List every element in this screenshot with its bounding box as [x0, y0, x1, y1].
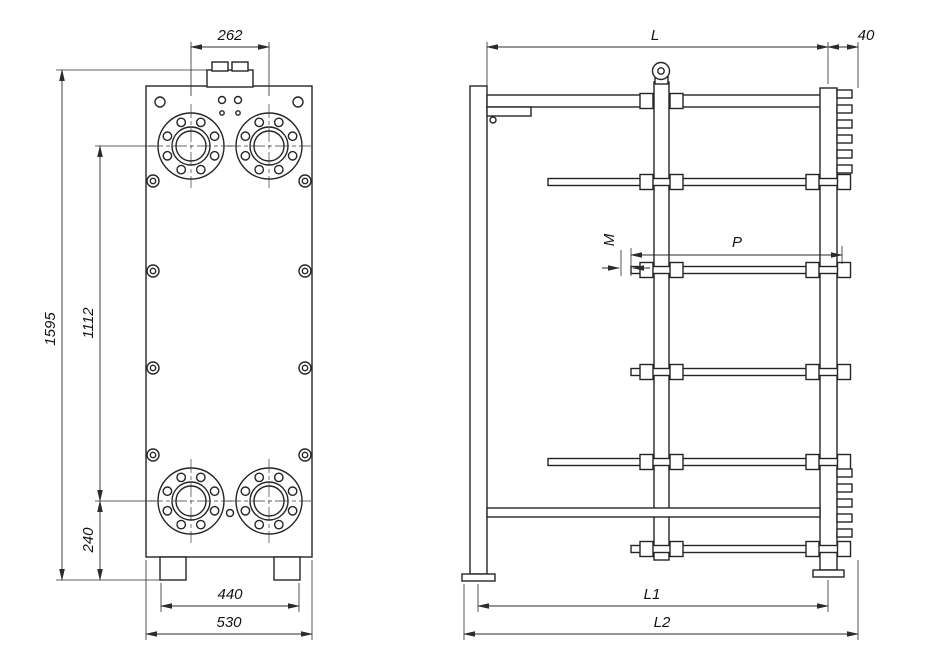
lifting-eye	[651, 61, 671, 85]
bolt-hole	[146, 448, 160, 462]
pressure-plate	[653, 81, 670, 561]
frame-foot	[461, 573, 496, 582]
front-view: 262 1595 1112 240 440 530	[42, 27, 313, 640]
bolt-end-cluster-bottom	[836, 468, 853, 538]
nut	[639, 92, 654, 110]
small-holes	[217, 95, 243, 518]
bolt-hole	[298, 361, 312, 375]
dim-pack-label: P	[732, 234, 742, 251]
bolt-hole	[146, 361, 160, 375]
corner-hole	[154, 96, 166, 108]
lifting-bracket	[206, 61, 254, 88]
dim-base1-label: L1	[644, 586, 661, 603]
bolt-hole	[146, 264, 160, 278]
dim-length-label: L	[651, 27, 659, 44]
front-dimensions: 262 1595 1112 240 440 530	[42, 27, 313, 640]
side-view: L 40 M P L1 L2	[461, 27, 875, 640]
bolt-hole	[146, 174, 160, 188]
dim-feet-span-label: 440	[217, 586, 243, 603]
feet	[159, 556, 301, 581]
dim-port-spacing-v-label: 1112	[80, 307, 97, 339]
right-foot	[273, 556, 301, 581]
dim-pitch-label: M	[601, 233, 618, 246]
nut	[669, 92, 684, 110]
bolt-hole	[298, 448, 312, 462]
dim-port-spacing-h-label: 262	[216, 27, 243, 44]
dim-bottom-port-height-label: 240	[80, 527, 97, 554]
tie-bolts	[547, 173, 852, 558]
column-foot	[812, 569, 845, 578]
bolt-hole	[298, 174, 312, 188]
left-foot	[159, 556, 187, 581]
dim-total-width-label: 530	[216, 614, 242, 631]
tie-bolt	[547, 457, 845, 467]
support-column	[819, 87, 838, 571]
frame-plate-side	[469, 85, 488, 575]
bolt-hole	[298, 264, 312, 278]
side-dimensions: L 40 M P L1 L2	[463, 27, 875, 640]
corner-hole	[292, 96, 304, 108]
bar-bolt	[489, 116, 497, 124]
bolt-end-cluster-top	[836, 89, 853, 174]
dim-base2-label: L2	[654, 614, 671, 631]
dim-offset-label: 40	[858, 27, 875, 44]
dim-total-height-label: 1595	[42, 312, 59, 346]
tie-bolt	[547, 177, 845, 187]
carrying-bar-step	[486, 106, 532, 117]
guide-bar	[486, 507, 821, 518]
